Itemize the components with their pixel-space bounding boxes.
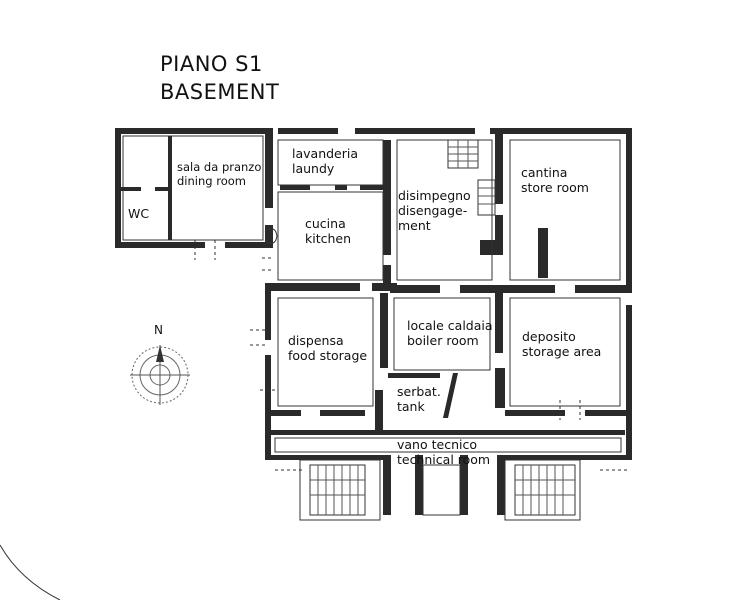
room-label-tank: serbat. tank xyxy=(397,384,441,414)
bottom-wells xyxy=(299,459,581,521)
room-label-storage: deposito storage area xyxy=(522,329,602,359)
inner-walls xyxy=(121,128,632,515)
room-label-laundry: lavanderia laundy xyxy=(292,146,359,176)
faint-arc xyxy=(0,544,61,600)
outer-walls xyxy=(115,128,632,460)
compass-north-label: N xyxy=(154,323,163,337)
plan-title: PIANO S1 BASEMENT xyxy=(160,50,279,106)
stairs-bottom-left xyxy=(309,464,366,516)
room-label-dining: sala da pranzo dining room xyxy=(177,160,262,188)
stairs-upper xyxy=(447,139,496,216)
title-line-1: PIANO S1 xyxy=(160,52,263,76)
room-label-pantry: dispensa food storage xyxy=(288,333,368,363)
room-label-technical: vano tecnico technical room xyxy=(397,437,491,467)
room-label-boiler: locale caldaia boiler room xyxy=(407,318,493,348)
inner-outlines xyxy=(274,139,622,453)
compass-icon xyxy=(130,345,190,405)
arch-detail xyxy=(264,228,278,244)
stairs-bottom-right xyxy=(514,464,576,516)
room-label-wc: WC xyxy=(128,206,150,221)
room-label-cellar: cantina store room xyxy=(521,165,589,195)
title-line-2: BASEMENT xyxy=(160,80,280,104)
room-label-disengagement: disimpegno disengage- ment xyxy=(398,188,471,233)
room-label-kitchen: cucina kitchen xyxy=(305,216,352,246)
